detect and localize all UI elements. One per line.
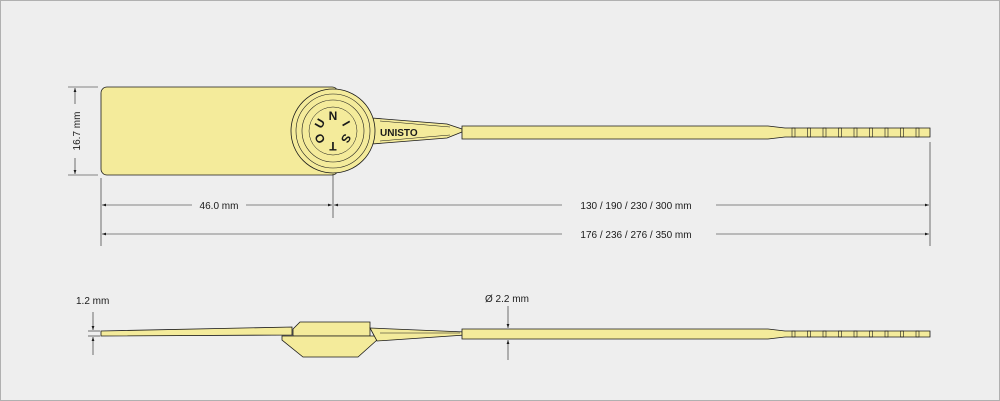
seal-neck-slot [379,120,451,142]
serration-tick [838,330,842,338]
serration-tick [807,330,811,338]
seal-head-ring-core [308,106,358,156]
serration-tick [791,330,796,338]
serration-tick [900,127,904,138]
overall-length-label: 176 / 236 / 276 / 350 mm [580,230,691,241]
rosette-letter: I [339,119,353,129]
serration-tick [853,330,858,338]
seal-strap [461,125,931,140]
serration-tick [822,330,827,338]
side-neck [369,327,466,342]
serration-tick [807,127,811,138]
serration-tick [900,330,904,338]
seal-head-ring-inner [301,99,365,163]
seal-side-view [100,321,931,358]
side-head-top [292,321,371,337]
serration-tick [838,127,842,138]
diameter-label: Ø 2.2 mm [485,294,529,305]
strap-serrations [791,127,920,138]
serration-tick [884,330,889,338]
side-strap-serrations [791,330,920,338]
side-view-dimensions: 1.2 mm Ø 2.2 mm [76,294,529,360]
seal-head [290,88,376,174]
seal-top-view: UNISTO UNISTO [100,86,931,176]
seal-head-ring-outer [295,93,371,169]
rosette-letter: T [329,139,337,153]
serration-tick [791,127,796,138]
strap-length-label: 130 / 190 / 230 / 300 mm [580,201,691,212]
serration-tick [915,330,920,338]
serration-tick [869,127,873,138]
thickness-label: 1.2 mm [76,296,109,307]
serration-tick [884,127,889,138]
serration-tick [869,330,873,338]
top-view-dimensions: 16.7 mm 46.0 mm 130 / 190 / 230 / 300 mm… [68,86,931,246]
flag-length-label: 46.0 mm [200,201,239,212]
side-flag [100,326,293,337]
rosette-letter: N [329,109,338,123]
side-strap [461,328,931,340]
serration-tick [915,127,920,138]
seal-logo-text: UNISTO [380,128,418,139]
serration-tick [822,127,827,138]
serration-tick [853,127,858,138]
side-head-bottom [281,335,378,358]
height-label: 16.7 mm [72,112,83,151]
